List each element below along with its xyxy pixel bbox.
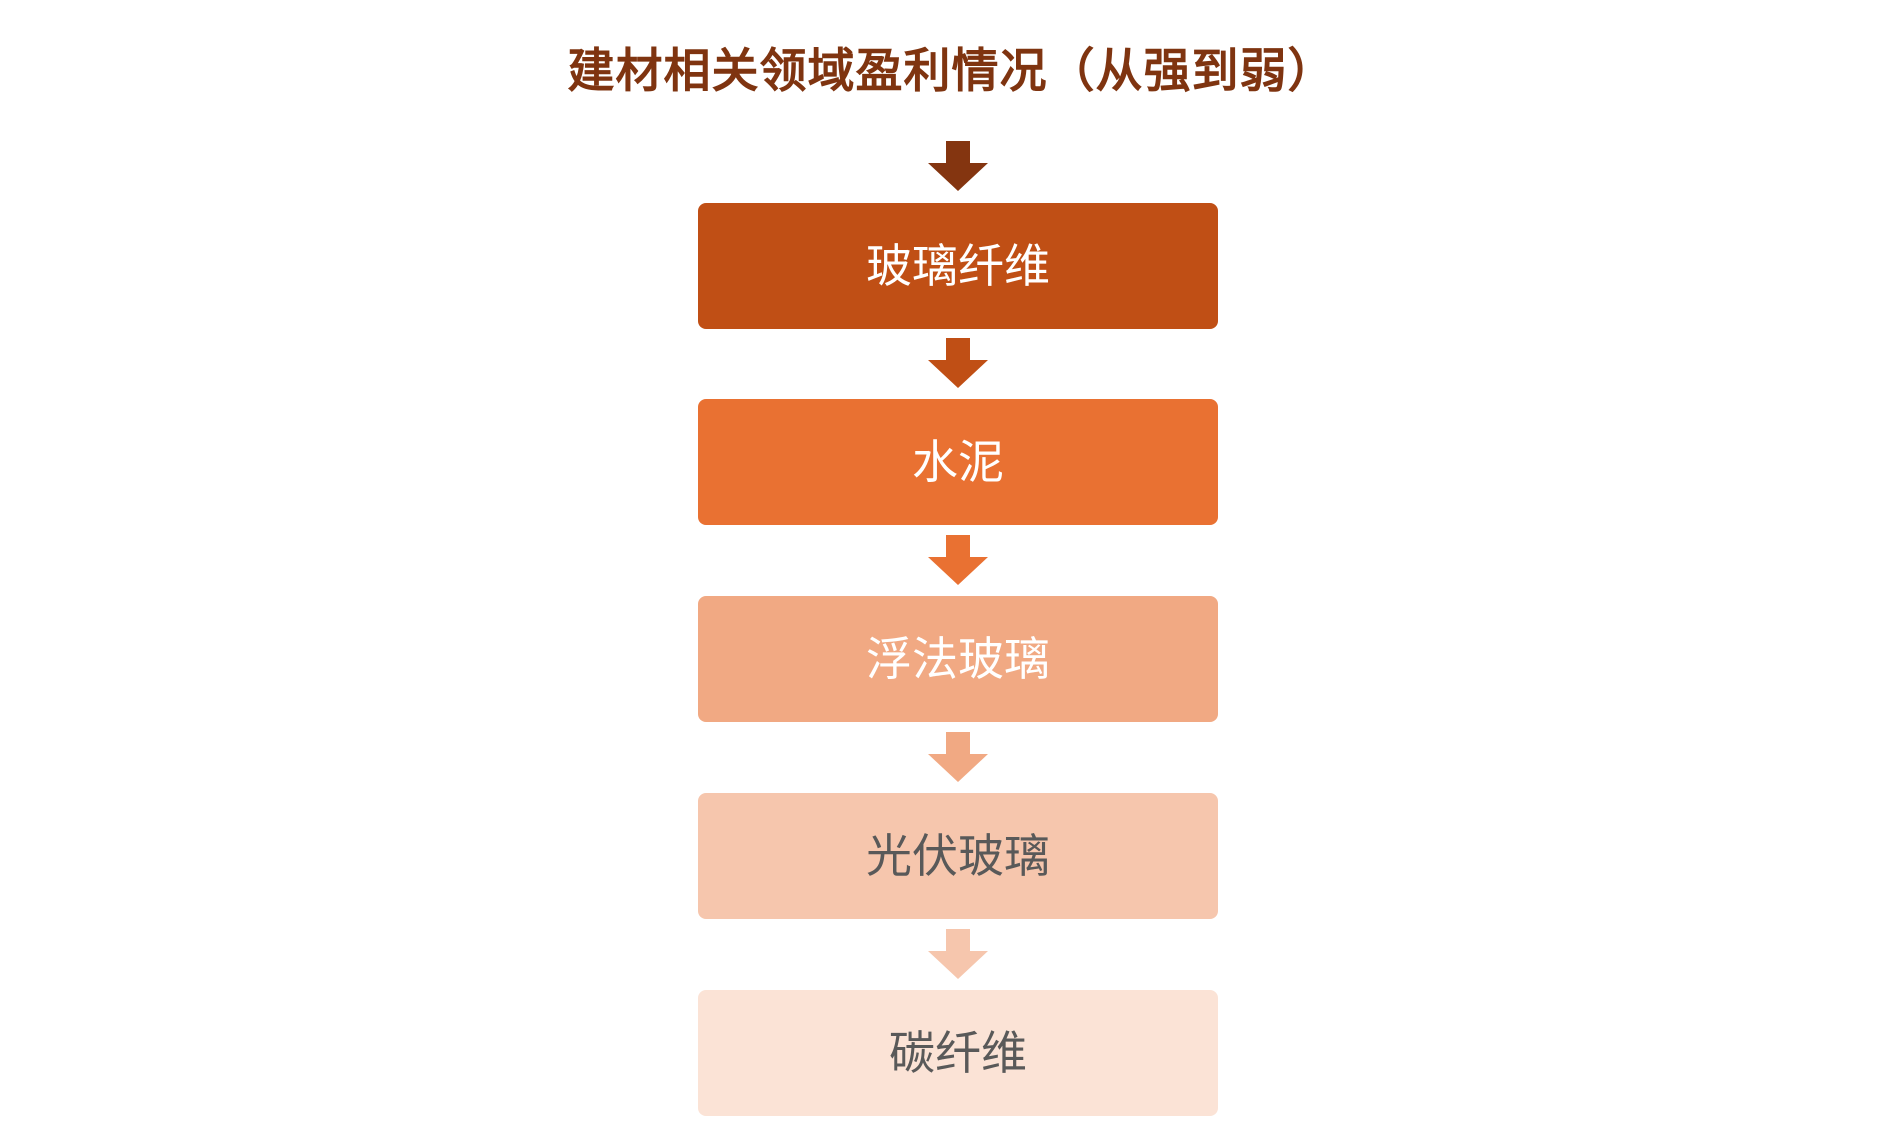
down-arrow-icon (928, 732, 988, 782)
step-box-pv-glass: 光伏玻璃 (698, 793, 1218, 919)
down-arrow-icon (928, 535, 988, 585)
down-arrow-icon (928, 338, 988, 388)
step-label: 光伏玻璃 (866, 829, 1050, 883)
step-label: 碳纤维 (889, 1026, 1027, 1080)
down-arrow-icon (928, 141, 988, 191)
step-label: 水泥 (912, 435, 1004, 489)
step-label: 浮法玻璃 (866, 632, 1050, 686)
step-box-float-glass: 浮法玻璃 (698, 596, 1218, 722)
down-arrow-icon (928, 929, 988, 979)
step-box-carbon-fiber: 碳纤维 (698, 990, 1218, 1116)
step-box-glass-fiber: 玻璃纤维 (698, 203, 1218, 329)
step-box-cement: 水泥 (698, 399, 1218, 525)
diagram-title: 建材相关领域盈利情况（从强到弱） (567, 44, 1336, 99)
step-label: 玻璃纤维 (866, 239, 1050, 293)
